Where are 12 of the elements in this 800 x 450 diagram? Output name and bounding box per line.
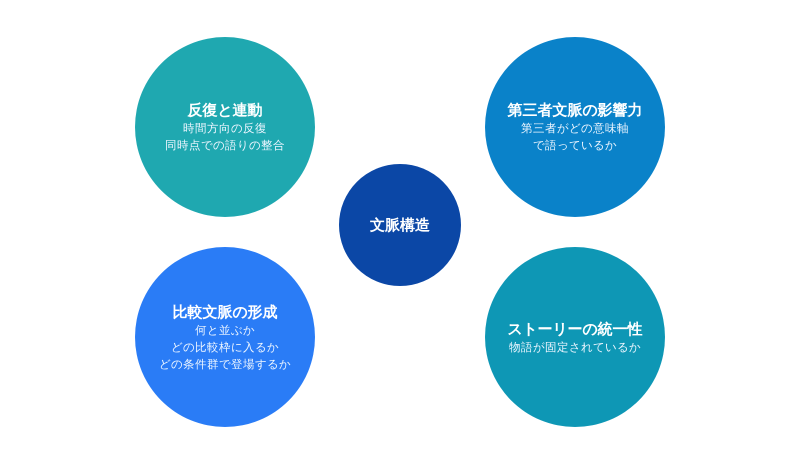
circle-title: 文脈構造	[370, 215, 430, 235]
circle-text: 時間方向の反復	[183, 120, 267, 137]
circle-text: どの比較枠に入るか	[171, 338, 279, 356]
circle-text: 同時点での語りの整合	[165, 137, 285, 154]
circle-title: 反復と連動	[188, 100, 262, 120]
circle-text: どの条件群で登場するか	[159, 356, 291, 372]
circle-title: ストーリーの統一性	[508, 318, 642, 338]
circle-text: 物語が固定されているか	[509, 338, 641, 356]
circle-title: 比較文脈の形成	[172, 302, 278, 322]
circle-text: 何と並ぶか	[195, 322, 255, 338]
circle-title: 第三者文脈の影響力	[508, 100, 642, 120]
circle-text: 第三者がどの意味軸で語っているか	[520, 120, 630, 154]
